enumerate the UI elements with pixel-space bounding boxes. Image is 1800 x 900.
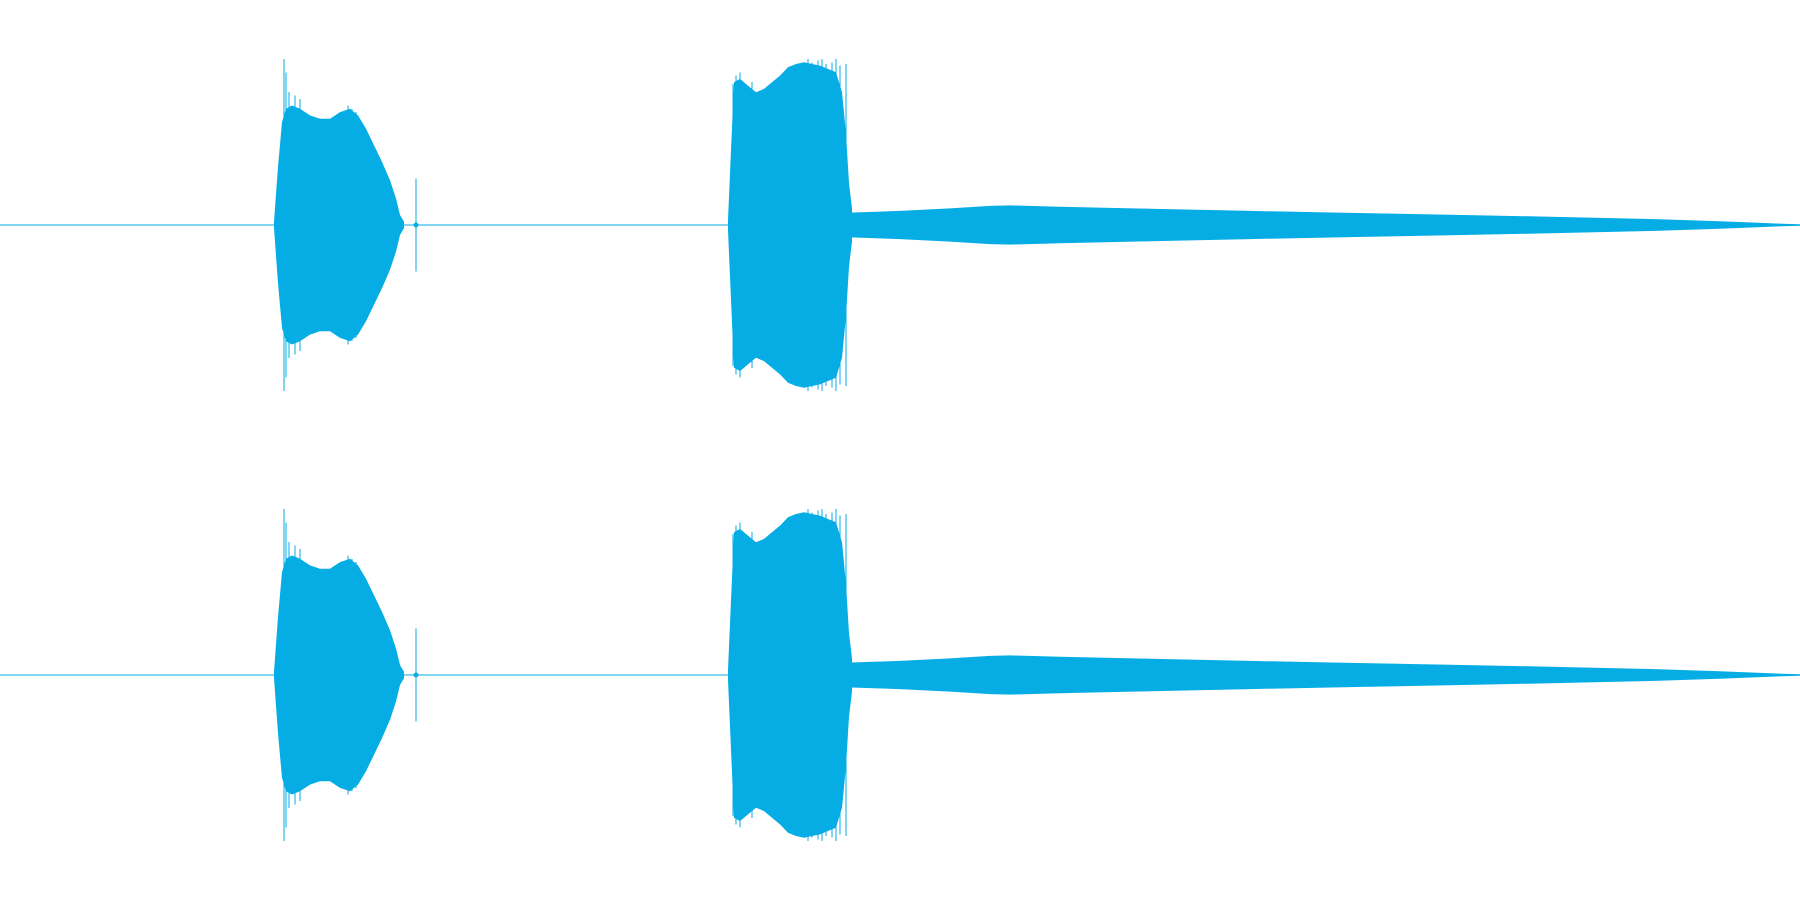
waveform-transient-dot	[413, 672, 419, 678]
waveform-burst-2	[728, 62, 852, 388]
waveform-transient-dot	[413, 222, 419, 228]
waveform-burst-1	[274, 105, 404, 345]
waveform-channel-1	[0, 59, 1800, 391]
waveform-burst-2	[728, 512, 852, 838]
waveform-channel-2	[0, 509, 1800, 841]
waveform-decay-tail	[850, 655, 1800, 695]
waveform-decay-tail	[850, 205, 1800, 245]
waveform-burst-1	[274, 555, 404, 795]
